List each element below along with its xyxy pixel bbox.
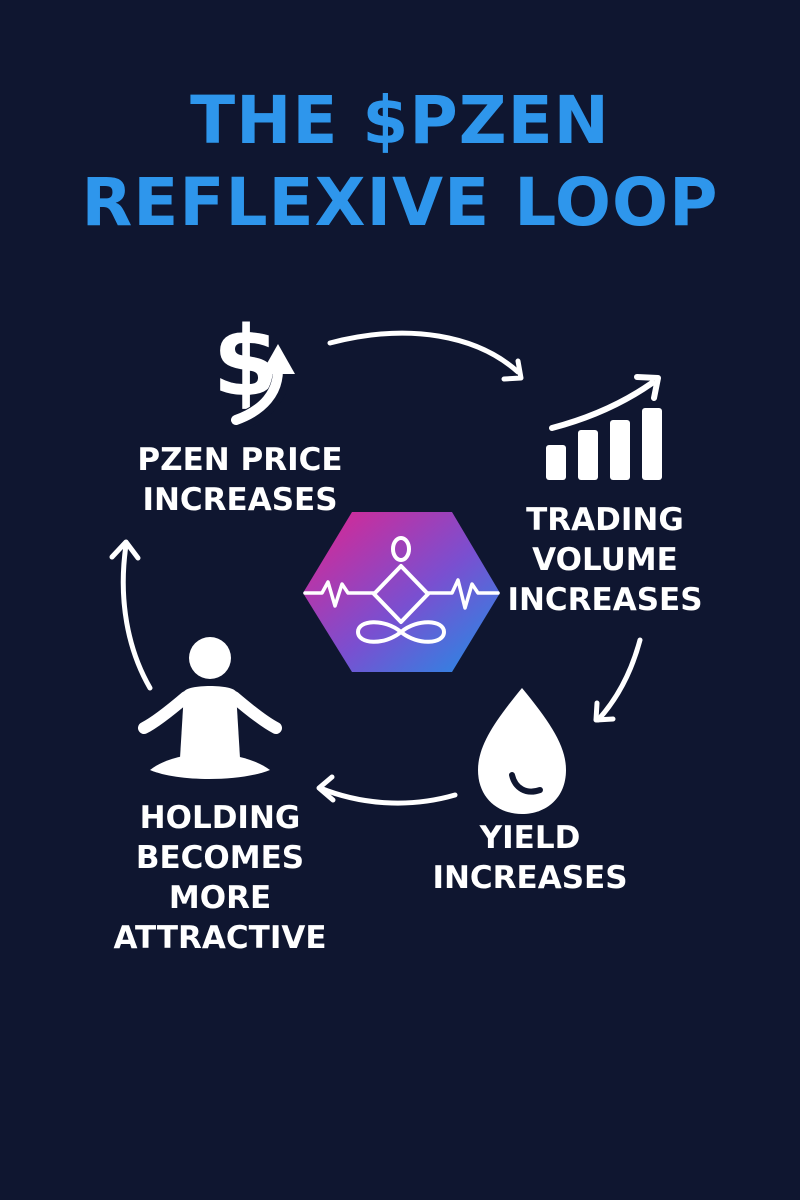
step-label-line: INCREASES: [142, 482, 338, 518]
dollar-up-arrow-icon: $: [213, 306, 295, 431]
step-label-line: ATTRACTIVE: [113, 920, 327, 956]
bar-chart-trend-icon: [546, 374, 662, 480]
pzen-hexagon-logo-icon: [303, 512, 500, 672]
meditating-person-icon: [138, 637, 282, 779]
title-line-1: THE $PZEN: [190, 82, 610, 159]
step-label-line: INCREASES: [432, 860, 628, 896]
step-label-line: YIELD: [479, 820, 581, 856]
step-label-yield: YIELD INCREASES: [410, 818, 650, 898]
page-title: THE $PZEN REFLEXIVE LOOP: [0, 80, 800, 244]
step-label-line: INCREASES: [507, 582, 703, 618]
droplet-icon: [478, 688, 566, 814]
loop-arrow-top: [327, 330, 524, 382]
step-label-line: HOLDING: [139, 800, 301, 836]
loop-arrow-bottom: [316, 774, 458, 806]
step-label-volume: TRADING VOLUME INCREASES: [490, 500, 720, 620]
step-label-line: BECOMES: [135, 840, 305, 876]
step-label-holding: HOLDING BECOMES MORE ATTRACTIVE: [90, 798, 350, 958]
step-label-line: VOLUME: [532, 542, 678, 578]
step-label-line: PZEN PRICE: [137, 442, 343, 478]
step-label-price: PZEN PRICE INCREASES: [110, 440, 370, 520]
loop-arrow-right: [593, 637, 643, 723]
title-line-2: REFLEXIVE LOOP: [81, 164, 719, 241]
step-label-line: MORE: [168, 880, 272, 916]
loop-arrow-left: [109, 539, 153, 691]
step-label-line: TRADING: [526, 502, 684, 538]
